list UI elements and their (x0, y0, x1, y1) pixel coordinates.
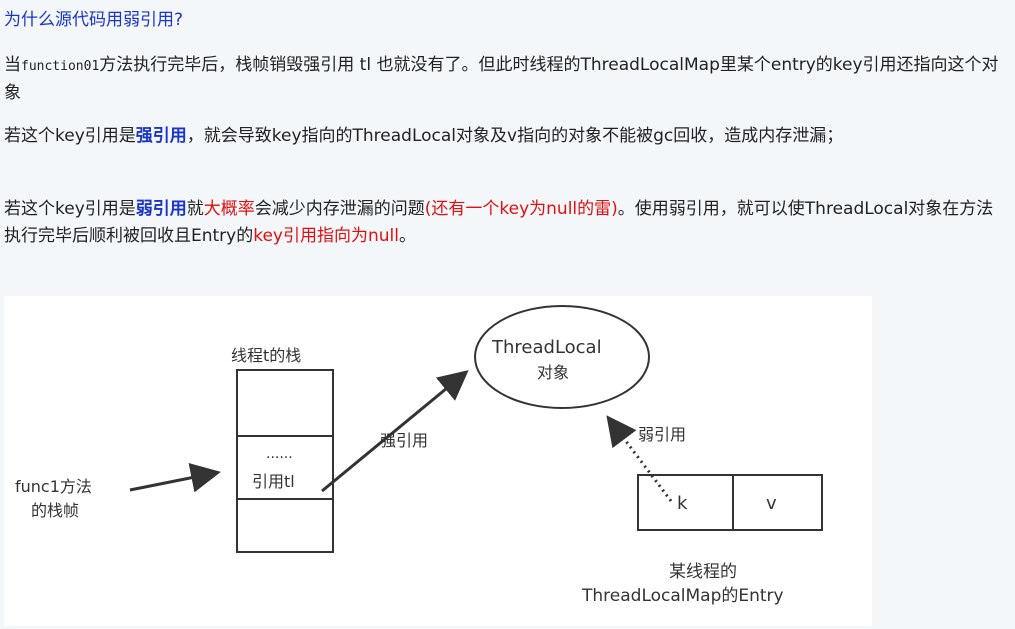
threadlocal-object-ellipse (474, 305, 650, 409)
paragraph-2: 若这个key引用是强引用，就会导致key指向的ThreadLocal对象及v指向… (4, 123, 1004, 150)
paragraph-1: 当function01方法执行完毕后，栈帧销毁强引用 tl 也就没有了。但此时线… (4, 52, 1004, 107)
func-frame-arrow (129, 462, 221, 493)
weak-ref-highlight: 弱引用 (135, 199, 187, 219)
section-heading: 为什么源代码用弱引用? (4, 10, 184, 30)
p3-end: 。 (399, 226, 416, 246)
entry-box (637, 474, 823, 531)
p3-mid1: 就 (186, 199, 204, 219)
p3-mid2: 会减少内存泄漏的问题 (254, 199, 425, 219)
p3-pre: 若这个key引用是 (4, 199, 136, 219)
diagram-shapes (129, 305, 823, 553)
weak-ref-arrow (606, 415, 673, 502)
strong-ref-arrow (321, 370, 469, 493)
entry-caption-1: 某线程的 (669, 562, 737, 582)
null-key-note: (还有一个key为null的雷) (424, 199, 618, 219)
ref-tl-label: 引用tl (252, 472, 295, 491)
weak-ref-label: 弱引用 (638, 425, 687, 444)
p3-mid3: 。使用弱引用，就可以使ThreadLocal对象在方法执行完毕后顺利被回收且En… (4, 199, 994, 246)
threadlocal-diagram: 线程t的栈 ...... 引用tl func1方法 的栈帧 强引用 Thread… (4, 296, 872, 626)
func-frame-label-2: 的栈帧 (31, 501, 80, 520)
entry-v-label: v (766, 493, 777, 514)
stack-title: 线程t的栈 (231, 346, 302, 365)
func-frame-label-1: func1方法 (15, 477, 92, 496)
probability-highlight: 大概率 (203, 199, 255, 219)
entry-caption-2: ThreadLocalMap的Entry (582, 586, 784, 606)
threadlocal-label-1: ThreadLocal (492, 337, 602, 358)
key-null-highlight: key引用指向为null (253, 226, 399, 246)
p2-post: ，就会导致key指向的ThreadLocal对象及v指向的对象不能被gc回收，造… (186, 126, 844, 146)
p1-pre: 当 (4, 55, 21, 75)
threadlocal-label-2: 对象 (537, 363, 570, 382)
stack-dots: ...... (266, 446, 293, 462)
strong-ref-highlight: 强引用 (135, 126, 187, 146)
p1-code: function01 (21, 59, 100, 74)
p2-pre: 若这个key引用是 (4, 126, 136, 146)
p1-post: 方法执行完毕后，栈帧销毁强引用 tl 也就没有了。但此时线程的ThreadLoc… (4, 55, 999, 103)
strong-ref-label: 强引用 (380, 431, 429, 450)
entry-k-label: k (677, 493, 688, 514)
paragraph-3: 若这个key引用是弱引用就大概率会减少内存泄漏的问题(还有一个key为null的… (4, 196, 1004, 250)
stack-box (236, 369, 334, 553)
